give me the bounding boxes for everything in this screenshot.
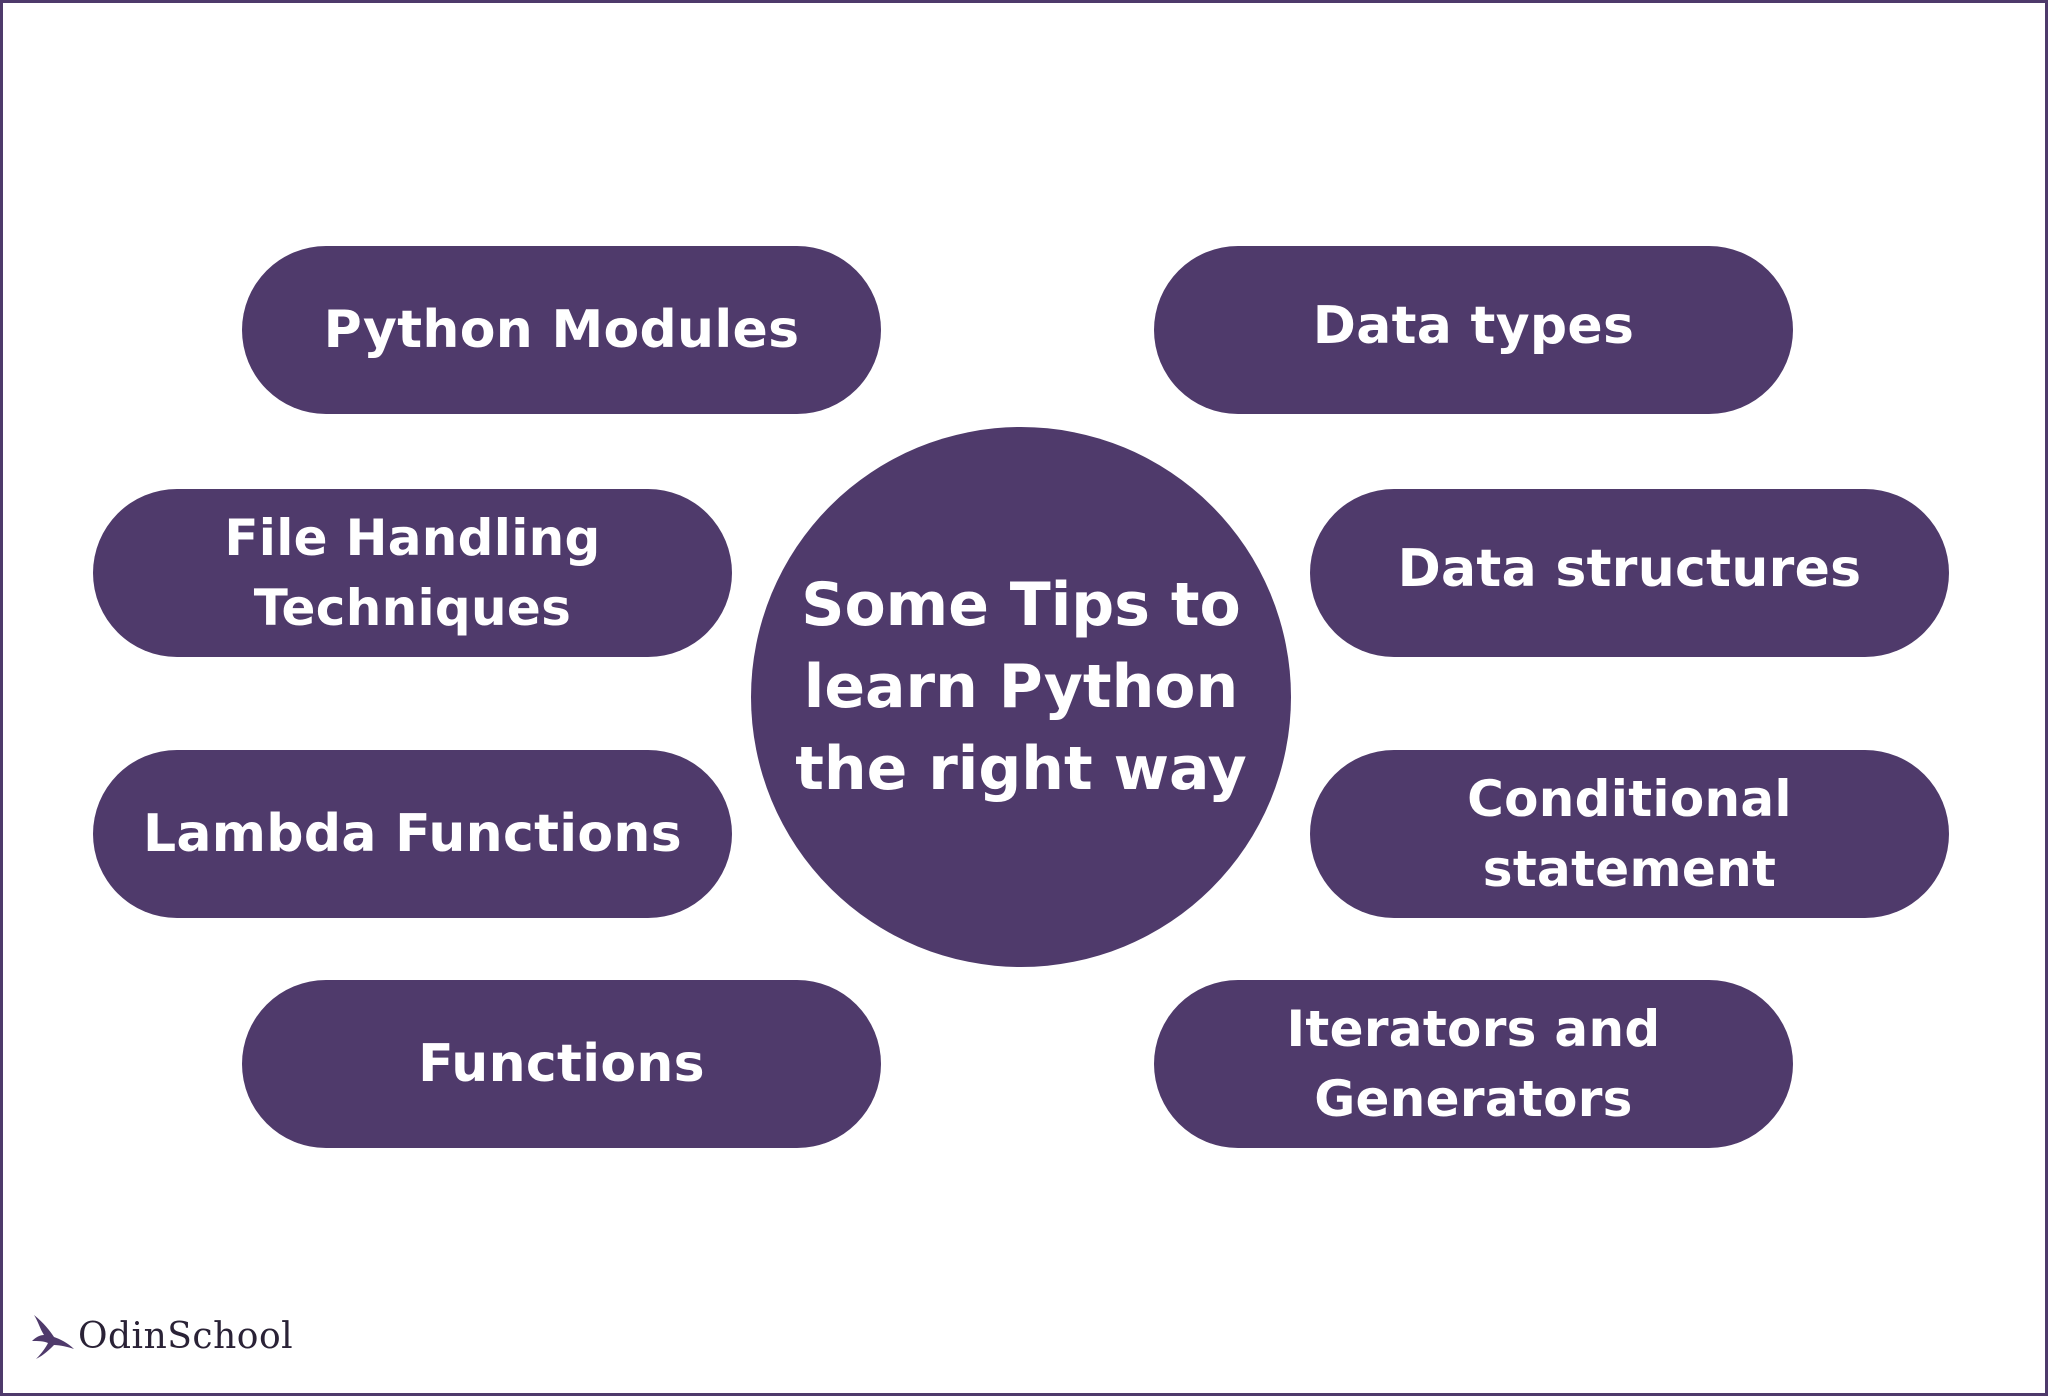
tip-file-handling: File Handling Techniques — [93, 489, 732, 657]
tip-data-structures: Data structures — [1310, 489, 1949, 657]
center-title: Some Tips to learn Python the right way — [795, 570, 1247, 804]
tip-lambda-functions: Lambda Functions — [93, 750, 732, 918]
logo-text: OdinSchool — [78, 1315, 294, 1357]
bird-icon — [32, 1315, 74, 1359]
odinschool-logo: OdinSchool — [28, 1308, 293, 1364]
center-topic: Some Tips to learn Python the right way — [751, 427, 1291, 967]
tip-iterators-generators: Iterators and Generators — [1154, 980, 1793, 1148]
tip-label: Functions — [418, 1034, 705, 1094]
tip-label: Conditional statement — [1467, 770, 1792, 898]
tip-conditional-statement: Conditional statement — [1310, 750, 1949, 918]
tip-label: Iterators and Generators — [1286, 1000, 1661, 1128]
tip-data-types: Data types — [1154, 246, 1793, 414]
tip-label: Data types — [1312, 296, 1635, 356]
tip-label: File Handling Techniques — [224, 509, 601, 637]
tip-functions: Functions — [242, 980, 881, 1148]
tip-label: Data structures — [1397, 539, 1862, 599]
tip-label: Lambda Functions — [142, 804, 683, 864]
tip-label: Python Modules — [323, 300, 800, 360]
tip-python-modules: Python Modules — [242, 246, 881, 414]
